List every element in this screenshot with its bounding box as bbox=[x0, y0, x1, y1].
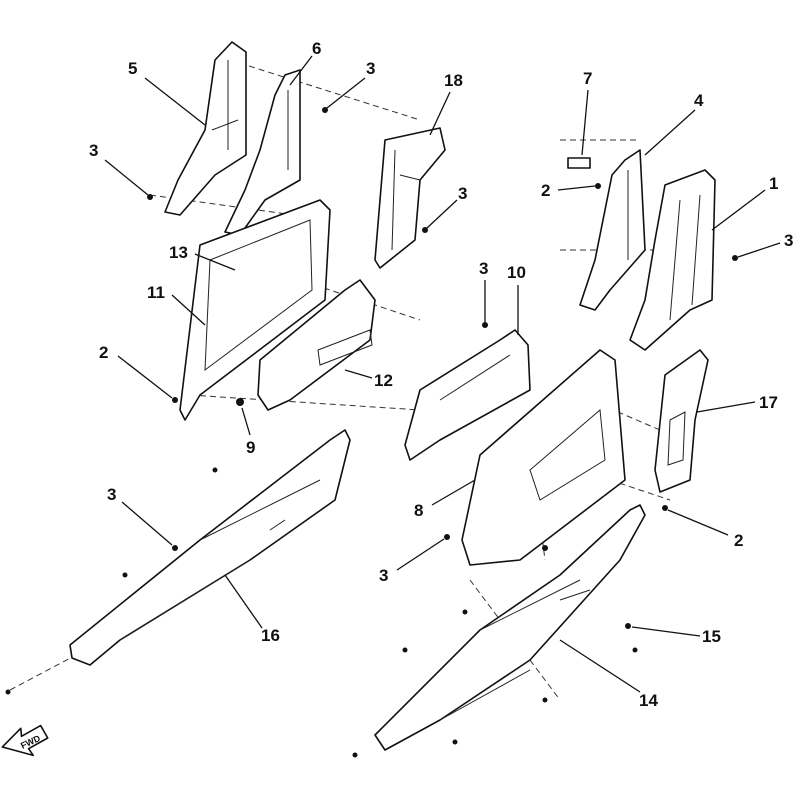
callout-7: 7 bbox=[583, 69, 592, 88]
part-1-pillar-cover bbox=[629, 169, 716, 351]
callout-2: 2 bbox=[734, 531, 743, 550]
callout-3: 3 bbox=[107, 485, 116, 504]
part-4-inner-pillar bbox=[579, 149, 646, 311]
callout-13: 13 bbox=[169, 243, 188, 262]
callout-10: 10 bbox=[507, 263, 526, 282]
callout-9: 9 bbox=[246, 438, 255, 457]
callout-2: 2 bbox=[541, 181, 550, 200]
callout-3: 3 bbox=[366, 59, 375, 78]
callout-labels: 5 6 3 18 7 4 1 3 3 2 3 13 11 3 10 2 12 9… bbox=[89, 39, 793, 710]
part-14-rocker-panel bbox=[374, 504, 646, 751]
callout-3: 3 bbox=[379, 566, 388, 585]
callout-18: 18 bbox=[444, 71, 463, 90]
callout-8: 8 bbox=[414, 501, 423, 520]
callout-16: 16 bbox=[261, 626, 280, 645]
part-7-clip bbox=[567, 157, 591, 169]
callout-14: 14 bbox=[639, 691, 658, 710]
part-17-trim bbox=[654, 349, 709, 493]
callout-2: 2 bbox=[99, 343, 108, 362]
callout-12: 12 bbox=[374, 371, 393, 390]
part-18-panel bbox=[374, 127, 446, 269]
leader-lines bbox=[104, 55, 781, 693]
callout-3: 3 bbox=[89, 141, 98, 160]
part-16-rocker-panel bbox=[69, 429, 351, 666]
part-10-panel bbox=[404, 329, 531, 461]
callout-17: 17 bbox=[759, 393, 778, 412]
callout-11: 11 bbox=[147, 283, 165, 302]
callout-3: 3 bbox=[458, 184, 467, 203]
part-12-trim-panel bbox=[257, 279, 376, 411]
forward-direction-arrow: FWD bbox=[1, 724, 49, 757]
callout-6: 6 bbox=[312, 39, 321, 58]
callout-3: 3 bbox=[479, 259, 488, 278]
callout-3: 3 bbox=[784, 231, 793, 250]
callout-15: 15 bbox=[702, 627, 721, 646]
fasteners bbox=[5, 107, 738, 758]
part-11-door-frame bbox=[179, 199, 331, 421]
part-5-pillar-trim bbox=[164, 41, 247, 216]
callout-1: 1 bbox=[769, 174, 778, 193]
callout-5: 5 bbox=[128, 59, 137, 78]
part-8-door-panel bbox=[461, 349, 626, 566]
callout-4: 4 bbox=[694, 91, 704, 110]
